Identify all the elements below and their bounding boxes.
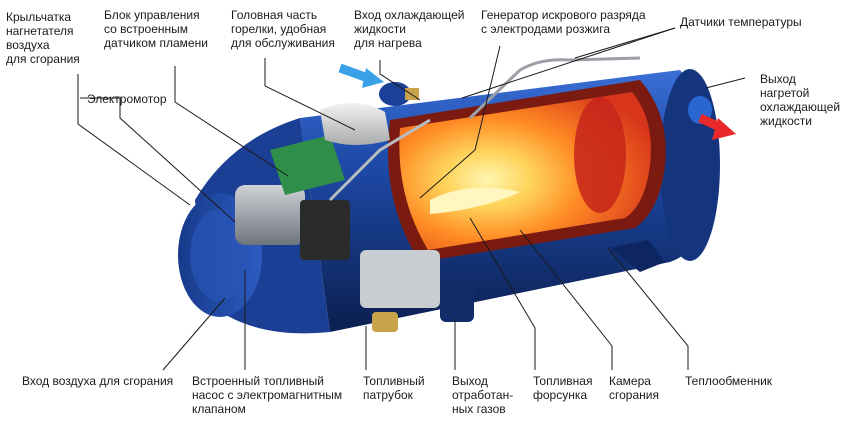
burner-head-label: Головная часть горелки, удобная для обсл… (231, 8, 335, 50)
temp-sensors-label: Датчики температуры (680, 15, 802, 29)
electromotor-body (235, 185, 305, 245)
heat-exchanger-label: Теплообменник (685, 374, 773, 388)
burner-head-lid (320, 102, 390, 145)
chamber-label: Камера сгорания (609, 374, 659, 402)
sensor-wire (519, 56, 641, 72)
fuel-pipe-fitting (372, 312, 398, 332)
coolant-in-label: Вход охлаждающей жидкости для нагрева (354, 8, 465, 50)
exhaust-label: Выход отработан- ных газов (452, 374, 514, 416)
control-unit-label: Блок управления со встроенным датчиком п… (104, 8, 208, 50)
coolant-in-arrow (338, 63, 370, 83)
burner-unit (178, 56, 641, 334)
injector-label: Топливная форсунка (533, 374, 593, 402)
coolant-out-label: Выход нагретой охлаждающей жидкости (760, 72, 841, 128)
electromotor-label: Электромотор (87, 92, 167, 106)
fuel-pump-block (360, 250, 440, 308)
exhaust-pipe (440, 280, 474, 322)
spark-generator-label: Генератор искрового разряда с электродам… (481, 8, 646, 36)
flame-jet (430, 187, 520, 214)
fuel-pump-label: Встроенный топливный насос с электромагн… (192, 374, 343, 416)
fan-label: Крыльчатка нагнетателя воздуха для сгора… (6, 10, 80, 66)
fuel-pipe-label: Топливный патрубок (363, 374, 425, 402)
control-board (270, 135, 345, 195)
leader-lines (77, 27, 746, 371)
air-in-label: Вход воздуха для сгорания (22, 374, 174, 388)
coolant-inlet-port (379, 82, 411, 106)
